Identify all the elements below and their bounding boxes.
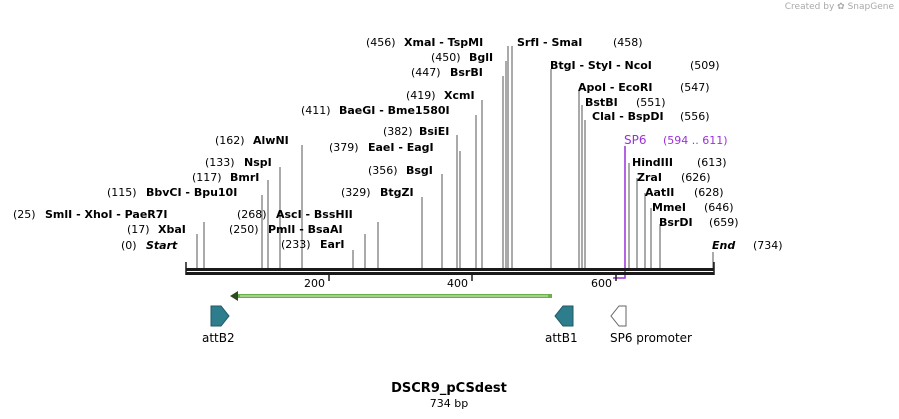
site-pos: (233) [281,238,311,251]
site-name: ZraI [637,171,662,184]
site-name: BtgI - StyI - NcoI [550,59,652,72]
site-pos: (0) [121,239,137,252]
site-name: BsiEI [419,125,449,138]
site-leader-lines [196,46,714,270]
site-name: SmlI - XhoI - PaeR7I [45,208,168,221]
site-name: XcmI [444,89,475,102]
site-pos: (356) [368,164,398,177]
site-pos: (509) [690,59,720,72]
feature-attb2[interactable]: attB2 [202,305,235,345]
site-name: BstBI [585,96,618,109]
site-name: HindIII [632,156,673,169]
site-name: BglI [469,51,493,64]
credit-text: Created by [784,2,835,12]
site-pos: (547) [680,81,710,94]
site-pos: (646) [704,201,734,214]
site-pos: (411) [301,104,331,117]
map-length: 734 bp [430,397,468,410]
attb1-arrow-icon [554,305,574,327]
site-name: BsgI [406,164,433,177]
backbone-bottom-strand [186,272,714,275]
site-pos: (25) [13,208,36,221]
site-pos: (162) [215,134,245,147]
site-pos: (379) [329,141,359,154]
feature-attb1[interactable]: attB1 [545,305,578,345]
feature-label: attB2 [202,331,235,345]
map-title: DSCR9_pCSdest [391,381,507,396]
orf-arrow[interactable] [230,291,552,301]
site-name: XmaI - TspMI [404,36,483,49]
site-name: BtgZI [380,186,414,199]
site-pos: (450) [431,51,461,64]
site-name: AlwNI [253,134,289,147]
site-name: NspI [244,156,272,169]
site-name: ClaI - BspDI [592,110,664,123]
site-pos: (458) [613,36,643,49]
site-name: BaeGI - Bme1580I [339,104,450,117]
credit-brand: SnapGene [847,2,894,12]
primer-sp6[interactable]: SP6 (594 .. 611) [613,133,728,279]
site-pos: (613) [697,156,727,169]
site-pos: (659) [709,216,739,229]
site-pos: (551) [636,96,666,109]
sp6-promoter-arrow-icon [610,305,627,327]
sequence-backbone: 200 400 600 [185,262,715,290]
primer-range: (594 .. 611) [663,134,728,147]
site-pos: (628) [694,186,724,199]
site-pos: (626) [681,171,711,184]
site-name: BsrBI [450,66,483,79]
site-name: XbaI [158,223,186,236]
feature-label: attB1 [545,331,578,345]
site-name: AscI - BssHII [276,208,353,221]
site-pos: (556) [680,110,710,123]
tick-label: 400 [447,277,468,290]
feature-label: SP6 promoter [610,331,692,345]
backbone-top-strand [186,268,714,271]
site-pos: (17) [127,223,150,236]
site-name: SrfI - SmaI [517,36,582,49]
site-pos: (382) [383,125,413,138]
site-name: PmlI - BsaAI [268,223,343,236]
site-name: EarI [320,238,344,251]
tick-label: 600 [591,277,612,290]
snapgene-logo-icon: ✿ [837,2,845,12]
site-pos: (115) [107,186,137,199]
site-pos: (250) [229,223,259,236]
site-name: ApoI - EcoRI [578,81,652,94]
primer-label: SP6 [624,133,647,147]
site-name: AatII [645,186,674,199]
attb2-arrow-icon [210,305,230,327]
site-pos: (447) [411,66,441,79]
site-pos: (329) [341,186,371,199]
site-name: BsrDI [659,216,693,229]
site-name: BbvCI - Bpu10I [146,186,237,199]
site-name: BmrI [230,171,259,184]
site-pos: (133) [205,156,235,169]
site-name: EaeI - EagI [368,141,434,154]
site-pos: (117) [192,171,222,184]
site-labels: (456) XmaI - TspMI SrfI - SmaI (458) (45… [13,36,783,252]
site-name: Start [146,239,178,252]
site-pos: (456) [366,36,396,49]
site-name: MmeI [652,201,686,214]
tick-label: 200 [304,277,325,290]
site-pos: (419) [406,89,436,102]
orf-arrowhead-icon [230,291,238,301]
site-name: End [712,239,735,252]
site-pos: (734) [753,239,783,252]
site-pos: (268) [237,208,267,221]
credit: Created by ✿ SnapGene [785,2,894,12]
feature-sp6-promoter[interactable]: SP6 promoter [610,305,692,345]
